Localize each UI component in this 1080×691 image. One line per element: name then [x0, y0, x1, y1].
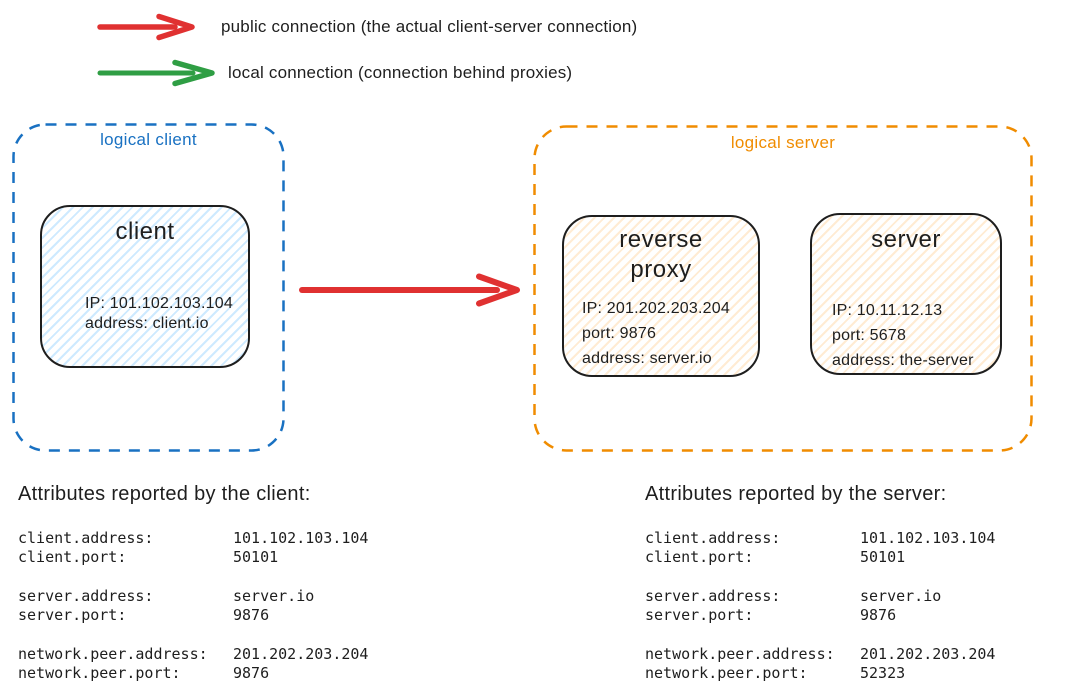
server-node-title: server [871, 226, 941, 253]
reverse-proxy-node-details: IP: 201.202.203.204 port: 9876 address: se… [582, 296, 730, 371]
attribute-value: 52323 [860, 664, 906, 682]
client-attributes-section: Attributes reported by the client: clien… [18, 481, 368, 691]
attribute-key: network.peer.address: [645, 645, 835, 663]
server-attributes-title: Attributes reported by the server: [645, 483, 947, 505]
server-node-details: IP: 10.11.12.13 port: 5678 address: the-se… [832, 298, 974, 373]
attribute-key: client.port: [645, 548, 754, 566]
client-node-details: IP: 101.102.103.104 address: client.io [85, 294, 233, 334]
attribute-value: 201.202.203.204 [233, 645, 369, 663]
node-detail-line: address: client.io [85, 315, 209, 332]
attribute-key: server.address: [18, 587, 154, 605]
node-detail-line: port: 9876 [582, 325, 657, 342]
attribute-value: 50101 [860, 548, 906, 566]
attribute-row: client.port: 50101 [645, 548, 995, 567]
attribute-key: server.port: [18, 606, 127, 624]
attribute-key: server.port: [645, 606, 754, 624]
reverse-proxy-node-title: reverse proxy [619, 226, 703, 283]
attribute-value: 101.102.103.104 [233, 529, 369, 547]
attribute-key: server.address: [645, 587, 781, 605]
reverse-proxy-node: reverse proxy IP: 201.202.203.204 port: 9… [562, 215, 760, 377]
client-to-server-arrow-icon [299, 273, 520, 307]
client-node-title: client [115, 218, 175, 245]
attribute-value: server.io [233, 587, 315, 605]
server-attributes-section: Attributes reported by the server: clien… [645, 481, 995, 691]
attribute-row: server.port: 9876 [18, 606, 368, 625]
attribute-key: network.peer.port: [645, 664, 808, 682]
attribute-row: client.address: 101.102.103.104 [645, 529, 995, 548]
attribute-row: network.peer.address: 201.202.203.204 [645, 645, 995, 664]
attribute-key: network.peer.address: [18, 645, 208, 663]
attribute-row: server.address: server.io [645, 587, 995, 606]
attribute-key: client.address: [18, 529, 154, 547]
client-node: client IP: 101.102.103.104 address: clien… [40, 205, 250, 368]
attribute-value: 9876 [233, 664, 270, 682]
attribute-row: client.port: 50101 [18, 548, 368, 567]
node-detail-line: IP: 10.11.12.13 [832, 302, 943, 319]
client-attributes-title: Attributes reported by the client: [18, 483, 311, 505]
attribute-value: 9876 [233, 606, 270, 624]
node-detail-line: IP: 201.202.203.204 [582, 300, 730, 317]
local-connection-arrow-icon [97, 59, 215, 87]
attribute-row: network.peer.address: 201.202.203.204 [18, 645, 368, 664]
public-connection-arrow-icon [97, 13, 195, 41]
attribute-group: server.address: server.io server.port: 9876 [18, 587, 368, 625]
attribute-row: server.port: 9876 [645, 606, 995, 625]
local-connection-label: local connection (connection behind prox… [228, 63, 573, 82]
attribute-row: client.address: 101.102.103.104 [18, 529, 368, 548]
attribute-key: client.address: [645, 529, 781, 547]
node-detail-line: address: server.io [582, 350, 712, 367]
attribute-key: network.peer.port: [18, 664, 181, 682]
server-node: server IP: 10.11.12.13 port: 5678 address:… [810, 213, 1002, 375]
logical-server-group-title: logical server [730, 133, 836, 152]
attribute-row: network.peer.port: 9876 [18, 664, 368, 683]
public-connection-label: public connection (the actual client-ser… [221, 17, 638, 36]
attribute-row: server.address: server.io [18, 587, 368, 606]
node-detail-line: address: the-server [832, 352, 974, 369]
attribute-value: 101.102.103.104 [860, 529, 996, 547]
attribute-value: 9876 [860, 606, 897, 624]
attribute-value: 50101 [233, 548, 279, 566]
node-detail-line: port: 5678 [832, 327, 907, 344]
attribute-value: server.io [860, 587, 942, 605]
attribute-key: client.port: [18, 548, 127, 566]
attribute-row: network.peer.port: 52323 [645, 664, 995, 683]
logical-client-group-title: logical client [100, 130, 197, 149]
attribute-group: server.address: server.io server.port: 9876 [645, 587, 995, 625]
node-detail-line: IP: 101.102.103.104 [85, 295, 233, 312]
attribute-value: 201.202.203.204 [860, 645, 996, 663]
